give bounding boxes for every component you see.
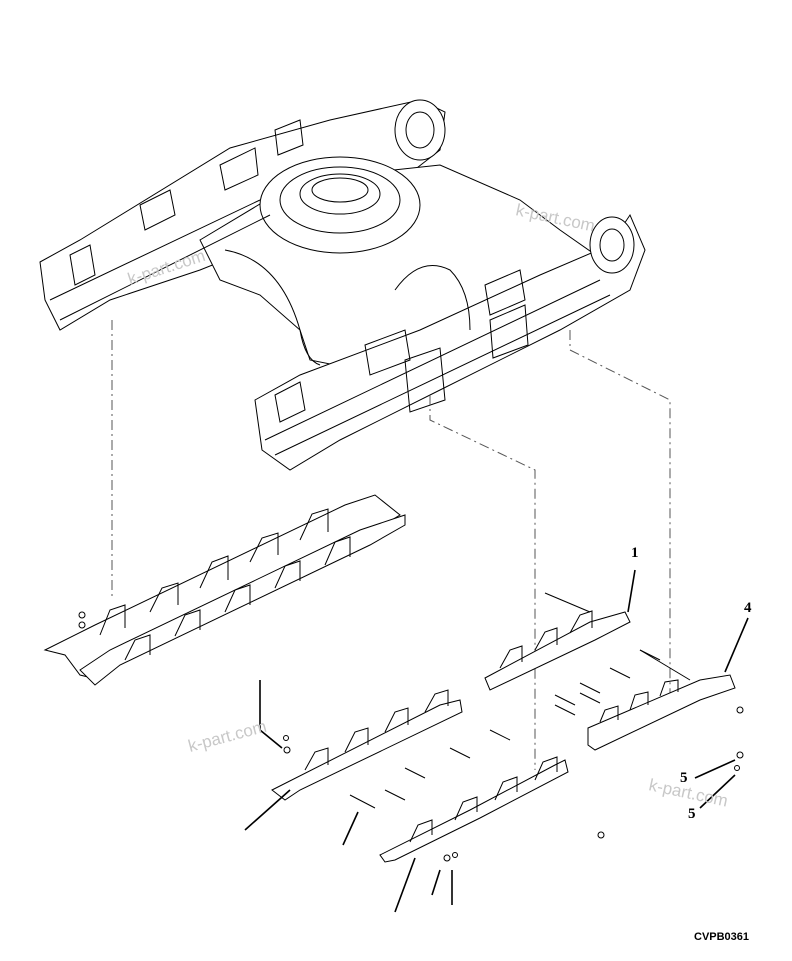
guard-part-4 bbox=[587, 649, 736, 751]
callout-4: 4 bbox=[744, 600, 752, 616]
watermark: k-part.com bbox=[186, 717, 268, 756]
pins bbox=[349, 649, 661, 809]
leader-lines bbox=[111, 320, 671, 770]
track-frame bbox=[39, 99, 646, 471]
callout-5-upper: 5 bbox=[680, 770, 688, 786]
track-guard-assembled bbox=[43, 494, 406, 686]
guard-part-left bbox=[271, 689, 463, 801]
guard-part-1 bbox=[484, 592, 631, 691]
bolts bbox=[283, 706, 744, 862]
callout-5-lower: 5 bbox=[688, 806, 696, 822]
guard-part-lower bbox=[379, 756, 569, 863]
callout-1: 1 bbox=[631, 545, 639, 561]
drawing-code: CVPB0361 bbox=[694, 931, 749, 943]
callout-leaders bbox=[244, 569, 749, 913]
